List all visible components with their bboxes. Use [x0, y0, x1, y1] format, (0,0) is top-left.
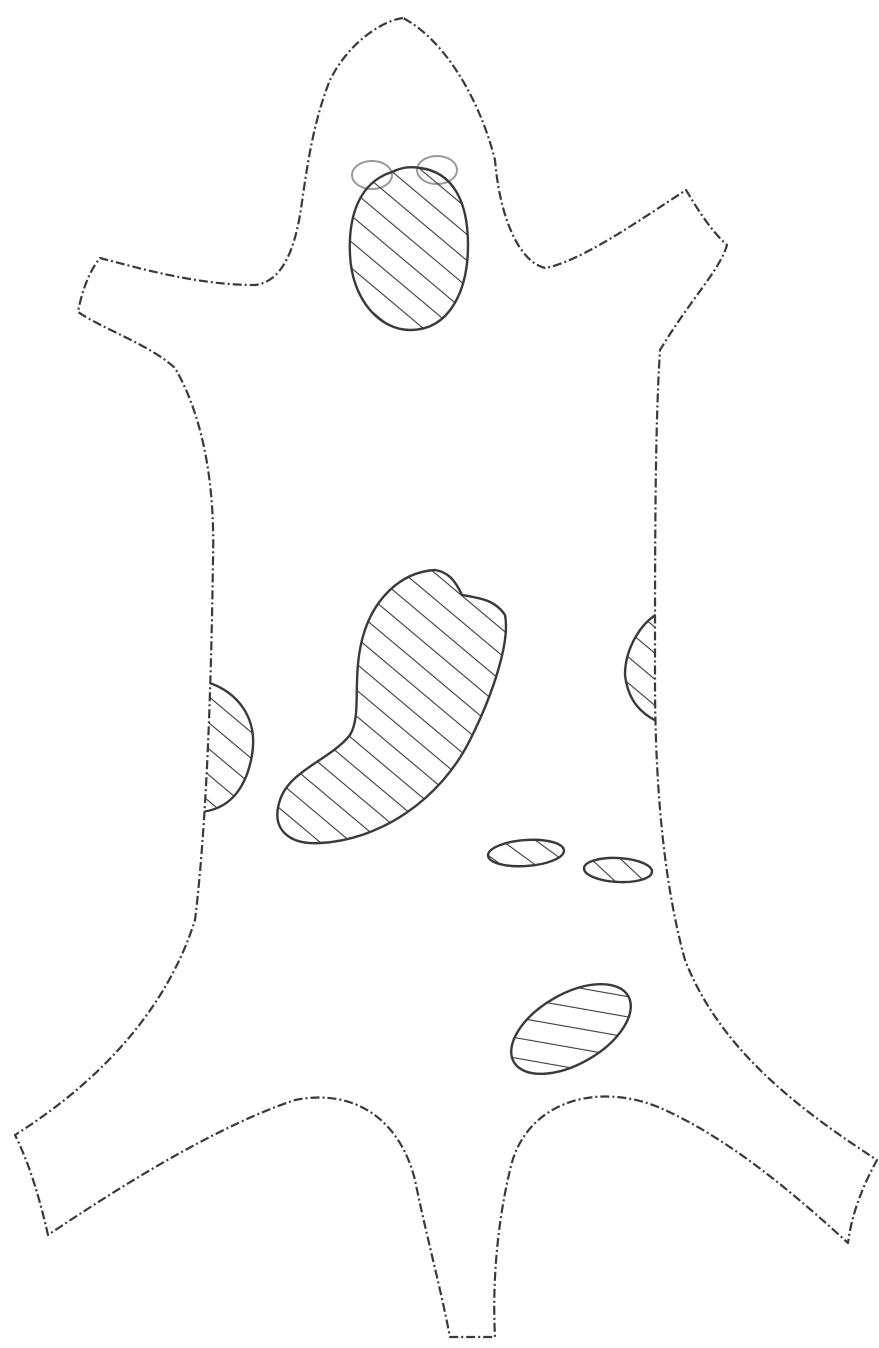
center-patch	[277, 570, 506, 843]
head-patch	[350, 167, 468, 330]
right-edge-patch	[625, 610, 665, 725]
lower-patch	[496, 966, 645, 1093]
small-patch-left	[487, 837, 565, 868]
small-patch-right	[583, 856, 652, 884]
left-edge-patch	[200, 680, 253, 812]
